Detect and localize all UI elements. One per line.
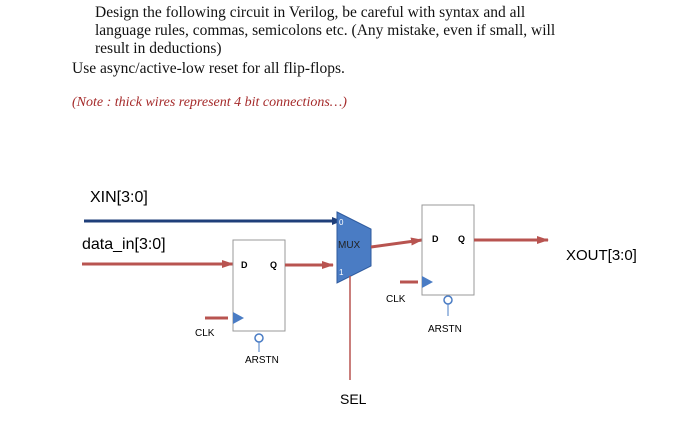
note-text: (Note : thick wires represent 4 bit conn… <box>72 95 347 110</box>
flipflop-1-clk-label: CLK <box>195 328 215 339</box>
mux-input-1-label: 1 <box>339 268 344 277</box>
flipflop-2-body <box>421 204 475 296</box>
flipflop-2-clock-triangle <box>422 276 433 288</box>
flipflop-2-reset-label: ARSTN <box>428 324 462 335</box>
xin-label: XIN[3:0] <box>90 189 148 206</box>
mux-body <box>336 211 372 284</box>
instruction-line-2: language rules, commas, semicolons etc. … <box>95 22 556 39</box>
flipflop-1-reset-bubble <box>254 333 264 343</box>
flipflop-2-d-pin: D <box>432 234 439 244</box>
instruction-line-1: Design the following circuit in Verilog,… <box>95 4 526 21</box>
mux-label: MUX <box>338 240 361 251</box>
flipflop-2-q-pin: Q <box>458 234 465 244</box>
flipflop-1-q-pin: Q <box>270 260 277 270</box>
flipflop-1-clock-triangle <box>233 312 244 324</box>
flipflop-1-reset-label: ARSTN <box>245 355 279 366</box>
sel-label: SEL <box>340 391 367 407</box>
data-in-label: data_in[3:0] <box>82 236 166 253</box>
mux-input-0-label: 0 <box>339 218 344 227</box>
flipflop-2-reset-bubble <box>443 295 453 305</box>
flipflop-1-body <box>232 239 286 332</box>
flipflop-1-d-pin: D <box>241 260 248 270</box>
instruction-line-3: result in deductions) <box>95 40 222 57</box>
mux-to-ff2-wire <box>370 237 423 249</box>
instruction-line-4: Use async/active-low reset for all flip-… <box>72 60 345 77</box>
xout-label: XOUT[3:0] <box>566 247 637 264</box>
flipflop-2-clk-label: CLK <box>386 294 406 305</box>
